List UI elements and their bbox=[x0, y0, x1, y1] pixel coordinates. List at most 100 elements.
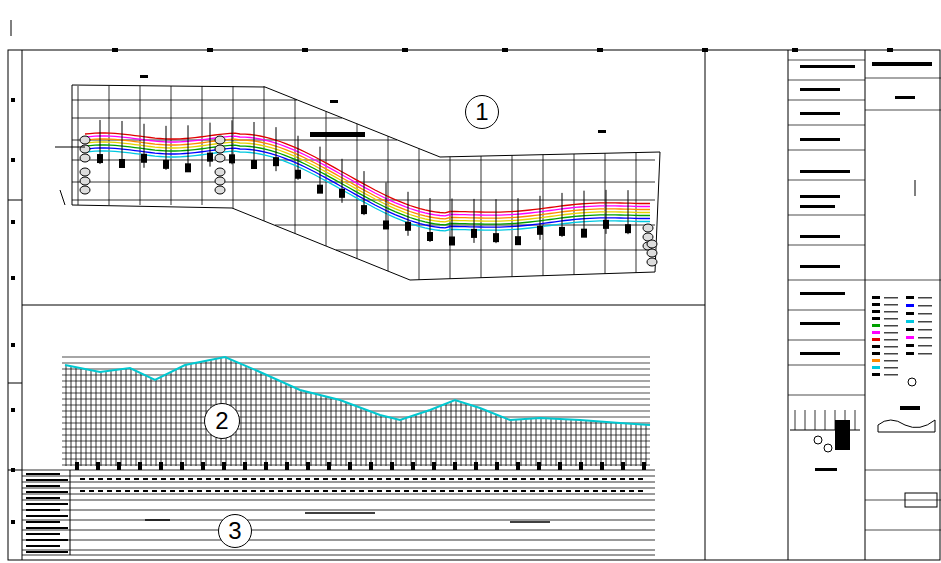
profile-ordinate bbox=[166, 375, 167, 467]
table-value bbox=[575, 490, 580, 492]
table-rule bbox=[22, 530, 655, 531]
station-mark bbox=[97, 154, 103, 163]
plan-grid bbox=[264, 86, 265, 221]
plan-annotation bbox=[330, 100, 338, 103]
table-value bbox=[107, 490, 112, 492]
profile-ordinate bbox=[501, 416, 502, 466]
title-bar bbox=[800, 65, 855, 68]
legend-symbol bbox=[908, 378, 916, 386]
section-detail bbox=[835, 420, 850, 450]
table-value bbox=[188, 478, 193, 480]
profile-marker bbox=[306, 462, 310, 470]
legend-text-bar bbox=[884, 339, 898, 341]
table-value bbox=[377, 490, 382, 492]
profile-ordinate bbox=[516, 420, 517, 466]
profile-ordinate bbox=[486, 410, 487, 466]
table-value bbox=[395, 490, 400, 492]
profile-ordinate bbox=[411, 416, 412, 466]
profile-marker bbox=[159, 462, 163, 470]
table-label-bar bbox=[26, 479, 68, 481]
profile-ordinate bbox=[611, 422, 612, 466]
culvert-symbol bbox=[647, 249, 657, 257]
station-mark bbox=[581, 229, 587, 238]
profile-ordinate bbox=[141, 373, 142, 466]
table-value bbox=[530, 478, 535, 480]
table-value bbox=[395, 478, 400, 480]
profile-ordinate bbox=[496, 414, 497, 466]
legend-text-bar bbox=[918, 305, 932, 307]
title-rule bbox=[788, 215, 865, 216]
profile-marker bbox=[453, 462, 457, 470]
legend-sample bbox=[872, 345, 880, 348]
culvert-symbol bbox=[80, 154, 90, 162]
profile-ordinate bbox=[286, 384, 287, 466]
profile-ordinate bbox=[491, 412, 492, 466]
section-marker bbox=[518, 198, 519, 242]
section-marker bbox=[254, 122, 255, 166]
table-value bbox=[584, 490, 589, 492]
table-value bbox=[287, 490, 292, 492]
legend-sample bbox=[906, 344, 914, 347]
profile-ordinate bbox=[646, 425, 647, 466]
callout-circle: 3 bbox=[218, 514, 252, 548]
legend-text-bar bbox=[884, 367, 898, 369]
profile-ordinate bbox=[461, 402, 462, 466]
profile-ordinate bbox=[441, 406, 442, 466]
profile-ordinate bbox=[481, 408, 482, 466]
profile-ordinate bbox=[641, 424, 642, 466]
profile-ordinate bbox=[536, 418, 537, 466]
profile-ordinate bbox=[631, 424, 632, 466]
profile-ordinate bbox=[406, 418, 407, 466]
culvert-symbol bbox=[643, 224, 653, 232]
table-value bbox=[152, 478, 157, 480]
table-label-bar bbox=[26, 521, 60, 523]
profile-ordinate bbox=[71, 366, 72, 466]
culvert-symbol bbox=[80, 186, 90, 194]
table-rule bbox=[22, 555, 655, 556]
legend-sample bbox=[906, 304, 914, 307]
profile-ordinate bbox=[451, 402, 452, 466]
profile-ordinate bbox=[261, 372, 262, 466]
title-rule bbox=[788, 310, 865, 311]
profile-ordinate bbox=[271, 377, 272, 466]
frame-tick bbox=[402, 48, 408, 52]
table-value bbox=[107, 478, 112, 480]
title-rule bbox=[865, 280, 941, 281]
profile-marker bbox=[75, 462, 79, 470]
profile-ordinate bbox=[326, 397, 327, 467]
profile-ordinate bbox=[471, 405, 472, 466]
table-value bbox=[575, 478, 580, 480]
title-rule bbox=[788, 125, 865, 126]
profile-ordinate bbox=[401, 420, 402, 466]
table-value bbox=[521, 490, 526, 492]
profile-ordinate bbox=[351, 404, 352, 466]
table-value bbox=[197, 478, 202, 480]
frame-tick bbox=[11, 276, 15, 280]
table-label-bar bbox=[26, 485, 60, 487]
callout-number: 3 bbox=[228, 519, 241, 543]
table-value bbox=[602, 478, 607, 480]
table-label-bar bbox=[26, 551, 68, 553]
table-rule bbox=[22, 482, 655, 483]
table-rule bbox=[22, 500, 655, 501]
table-label-bar bbox=[26, 491, 68, 493]
frame-tick bbox=[112, 48, 118, 52]
table-value bbox=[152, 490, 157, 492]
table-label-bar bbox=[26, 527, 68, 529]
table-value bbox=[116, 490, 121, 492]
ground-line bbox=[65, 357, 650, 425]
profile-ordinate bbox=[581, 420, 582, 466]
title-bar bbox=[800, 88, 840, 91]
table-value bbox=[350, 478, 355, 480]
profile-marker bbox=[264, 462, 268, 470]
station-mark bbox=[625, 224, 631, 233]
table-rule bbox=[22, 488, 655, 489]
culvert-symbol bbox=[80, 168, 90, 176]
profile-ordinate bbox=[96, 371, 97, 466]
profile-grid bbox=[62, 381, 650, 382]
legend-text-bar bbox=[884, 311, 898, 313]
plan-grid bbox=[388, 136, 389, 271]
callout-circle: 2 bbox=[204, 403, 240, 439]
profile-ordinate bbox=[126, 369, 127, 466]
